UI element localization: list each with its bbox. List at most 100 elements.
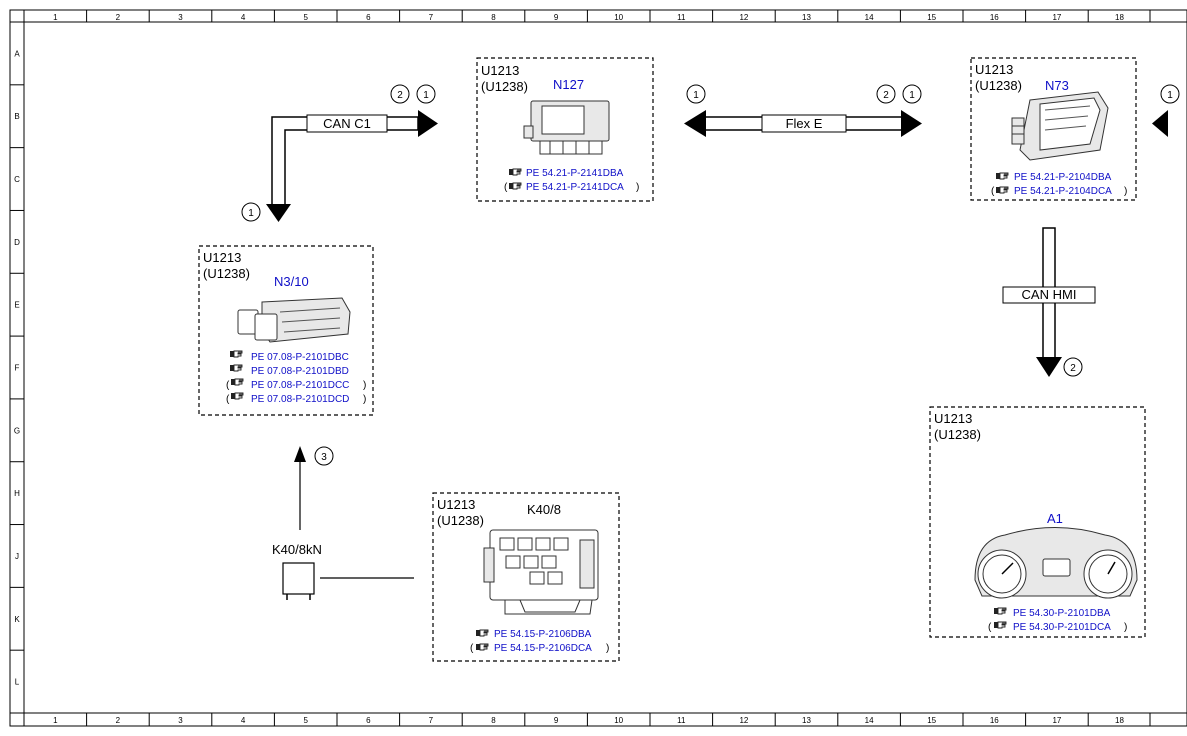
can-hmi-bus[interactable]: CAN HMI [1002, 227, 1096, 377]
marker-relay-signal-3: 3 [314, 446, 334, 466]
svg-text:(: ( [504, 182, 508, 193]
svg-text:1: 1 [423, 90, 429, 101]
relay-icon [282, 562, 315, 600]
grid-column-label: 10 [614, 716, 623, 725]
n3-10-code: U1213 [203, 250, 241, 265]
grid-column-label: 8 [491, 13, 496, 22]
k40-8-ref-2[interactable]: PE 54.15-P-2106DCA [494, 643, 592, 654]
svg-text:2: 2 [397, 90, 403, 101]
grid-column-label: 13 [802, 716, 811, 725]
svg-text:1: 1 [693, 90, 699, 101]
svg-text:): ) [1124, 622, 1127, 633]
component-n127[interactable]: U1213 (U1238) N127 PE 54.21-P-2141DBA ( … [476, 57, 654, 202]
can-c1-label: CAN C1 [323, 116, 371, 131]
flex-e-bus[interactable]: Flex E [684, 110, 922, 137]
grid-column-label: 7 [429, 716, 434, 725]
svg-text:3: 3 [321, 452, 327, 463]
svg-text:): ) [606, 643, 609, 654]
n73-ref-2[interactable]: PE 54.21-P-2104DCA [1014, 186, 1112, 197]
n3-10-ref-3[interactable]: PE 07.08-P-2101DCC [251, 380, 349, 391]
grid-row-label: F [15, 364, 20, 373]
component-a1[interactable]: U1213 (U1238) A1 PE 54.30-P-2101DBA ( PE… [929, 406, 1146, 638]
ignition-switch-module-icon [1011, 91, 1109, 161]
flex-e-label: Flex E [786, 116, 823, 131]
grid-column-label: 14 [865, 716, 874, 725]
grid-column-label: 3 [178, 13, 183, 22]
n127-ref-2[interactable]: PE 54.21-P-2141DCA [526, 182, 624, 193]
grid-column-label: 11 [677, 13, 686, 22]
n3-10-ref-4[interactable]: PE 07.08-P-2101DCD [251, 394, 349, 405]
grid-column-label: 2 [116, 13, 121, 22]
grid-column-label: 4 [241, 716, 246, 725]
n3-10-name: N3/10 [274, 274, 309, 289]
grid-column-label: 15 [927, 13, 936, 22]
svg-text:2: 2 [883, 90, 889, 101]
grid-row-label: G [14, 426, 20, 435]
svg-text:(: ( [988, 622, 992, 633]
n3-10-ref-1[interactable]: PE 07.08-P-2101DBC [251, 352, 349, 363]
marker-flex-right-2: 2 [876, 84, 896, 104]
grid-column-label: 6 [366, 716, 371, 725]
control-unit-icon [523, 100, 610, 155]
svg-text:): ) [363, 380, 366, 391]
grid-column-label: 17 [1052, 716, 1061, 725]
a1-code: U1213 [934, 411, 972, 426]
grid-column-label: 12 [739, 716, 748, 725]
svg-text:(: ( [991, 186, 995, 197]
svg-text:1: 1 [909, 90, 915, 101]
grid-column-label: 3 [178, 716, 183, 725]
grid-column-label: 5 [303, 716, 308, 725]
component-k40-8[interactable]: U1213 (U1238) K40/8 PE 54.15-P-2106DBA (… [432, 492, 620, 662]
can-c1-bus[interactable]: CAN C1 [266, 110, 438, 222]
grid-row-label: C [14, 175, 20, 184]
a1-ref-1[interactable]: PE 54.30-P-2101DBA [1013, 608, 1111, 619]
grid-row-label: E [14, 301, 19, 310]
n127-ref-1[interactable]: PE 54.21-P-2141DBA [526, 168, 624, 179]
grid-row-label: H [14, 489, 20, 498]
a1-name: A1 [1047, 511, 1063, 526]
relay-label: K40/8kN [272, 542, 322, 557]
grid-column-label: 17 [1052, 13, 1061, 22]
n3-10-ref-2[interactable]: PE 07.08-P-2101DBD [251, 366, 349, 377]
grid-column-label: 1 [53, 13, 58, 22]
svg-text:): ) [363, 394, 366, 405]
relay-k40-8kn[interactable]: K40/8kN [272, 542, 322, 600]
svg-text:(: ( [470, 643, 474, 654]
svg-text:): ) [636, 182, 639, 193]
can-hmi-label: CAN HMI [1022, 287, 1077, 302]
grid-row-label: A [14, 49, 20, 58]
marker-can-c1-top-2: 2 [390, 84, 410, 104]
n127-code: U1213 [481, 63, 519, 78]
grid-column-label: 15 [927, 716, 936, 725]
svg-text:1: 1 [1167, 90, 1173, 101]
component-n73[interactable]: U1213 (U1238) N73 PE 54.21-P-2104DBA ( P… [970, 57, 1137, 201]
k40-8-ref-1[interactable]: PE 54.15-P-2106DBA [494, 629, 592, 640]
a1-ref-2[interactable]: PE 54.30-P-2101DCA [1013, 622, 1111, 633]
grid-column-label: 14 [865, 13, 874, 22]
grid-column-label: 16 [990, 716, 999, 725]
grid-column-label: 12 [739, 13, 748, 22]
engine-control-unit-icon [237, 297, 351, 343]
n73-ref-1[interactable]: PE 54.21-P-2104DBA [1014, 172, 1112, 183]
grid-column-label: 2 [116, 716, 121, 725]
grid-column-label: 6 [366, 13, 371, 22]
component-n3-10[interactable]: U1213 (U1238) N3/10 PE 07.08-P-2101DBC P… [198, 245, 374, 416]
svg-text:(: ( [226, 394, 230, 405]
grid-column-label: 18 [1115, 13, 1124, 22]
grid-row-label: K [14, 615, 20, 624]
grid-row-label: L [15, 678, 20, 687]
right-edge-bus-arrow [1152, 110, 1168, 137]
marker-flex-left-1: 1 [686, 84, 706, 104]
grid-column-label: 11 [677, 716, 686, 725]
n73-code: U1213 [975, 62, 1013, 77]
grid-column-label: 13 [802, 13, 811, 22]
n127-code-alt: (U1238) [481, 79, 528, 94]
n3-10-code-alt: (U1238) [203, 266, 250, 281]
grid-column-label: 4 [241, 13, 246, 22]
svg-text:(: ( [226, 380, 230, 391]
marker-right-edge-1: 1 [1160, 84, 1180, 104]
k40-8-name: K40/8 [527, 502, 561, 517]
